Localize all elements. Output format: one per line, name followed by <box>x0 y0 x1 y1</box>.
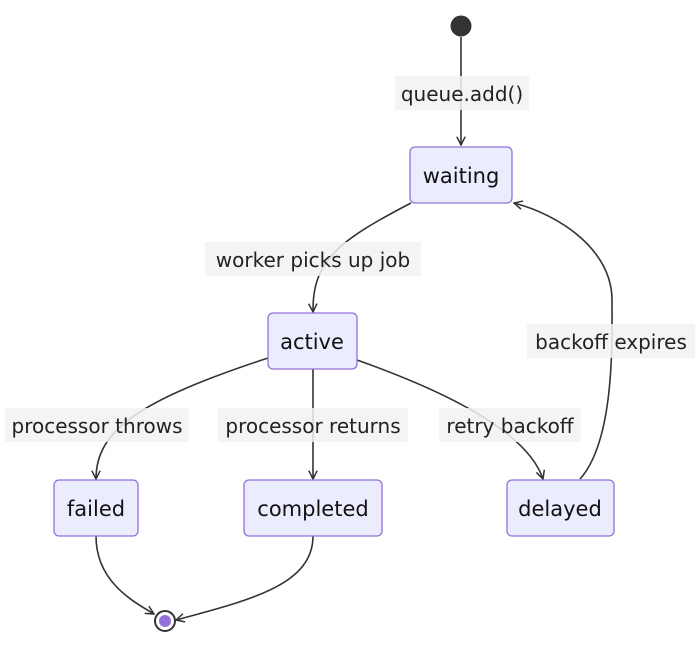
svg-text:waiting: waiting <box>423 164 500 188</box>
state-completed[interactable]: completed <box>243 479 383 537</box>
edge-label-waiting-active: worker picks up job <box>205 242 421 276</box>
edge-delayed-waiting <box>514 203 613 480</box>
edge-label-active-completed: processor returns <box>218 408 408 442</box>
edge-label-start-waiting: queue.add() <box>395 76 529 110</box>
svg-text:processor throws: processor throws <box>12 414 183 438</box>
svg-text:delayed: delayed <box>518 497 602 521</box>
edge-completed-end <box>176 535 314 620</box>
svg-text:backoff expires: backoff expires <box>535 330 687 354</box>
svg-text:retry backoff: retry backoff <box>446 414 574 438</box>
state-failed[interactable]: failed <box>53 479 139 537</box>
edge-label-delayed-waiting: backoff expires <box>527 324 695 358</box>
state-active[interactable]: active <box>267 312 358 370</box>
svg-text:active: active <box>280 330 344 354</box>
edge-label-active-failed: processor throws <box>5 408 189 442</box>
svg-text:processor returns: processor returns <box>225 414 400 438</box>
state-waiting[interactable]: waiting <box>409 146 513 204</box>
svg-text:failed: failed <box>67 497 125 521</box>
edge-label-active-delayed: retry backoff <box>439 408 581 442</box>
svg-text:completed: completed <box>257 497 368 521</box>
svg-text:queue.add(): queue.add() <box>401 82 523 106</box>
svg-text:worker picks up job: worker picks up job <box>216 248 410 272</box>
start-state-dot <box>450 15 472 37</box>
end-state <box>154 610 176 632</box>
state-delayed[interactable]: delayed <box>506 479 615 537</box>
edge-failed-end <box>95 535 154 614</box>
